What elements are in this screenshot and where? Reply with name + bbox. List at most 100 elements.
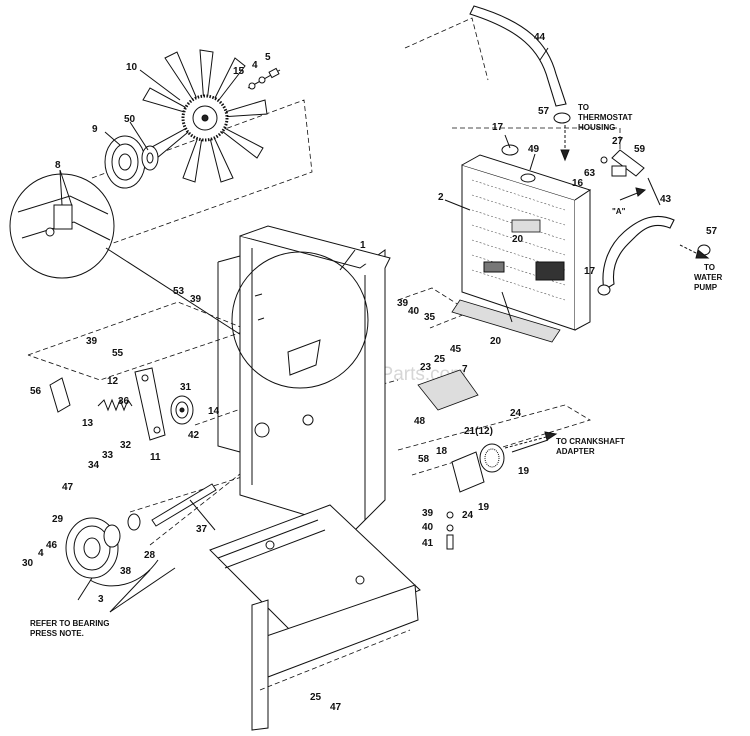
- callout-29: 29: [52, 514, 64, 525]
- callout-55: 55: [112, 348, 124, 359]
- callout-44: 44: [534, 32, 546, 43]
- callout-59: 59: [634, 144, 646, 155]
- callout-56: 56: [30, 386, 42, 397]
- callout-41: 41: [422, 538, 434, 549]
- callout-48: 48: [414, 416, 426, 427]
- fan-spacer: [141, 145, 159, 171]
- callout-25b: 25: [310, 692, 322, 703]
- hose-clamp: [501, 144, 519, 156]
- callout-12: 12: [107, 376, 119, 387]
- callout-39c: 39: [397, 298, 409, 309]
- callout-36: 36: [118, 396, 130, 407]
- fan-icon: [142, 49, 268, 183]
- tensioner-spring: [97, 398, 133, 412]
- water-pump-note-line1: TO: [704, 263, 715, 272]
- callout-8: 8: [55, 160, 61, 171]
- callout-16: 16: [572, 178, 584, 189]
- thermostat-note-line2: THERMOSTAT: [578, 113, 632, 122]
- callout-20a: 20: [512, 234, 524, 245]
- callout-40a: 40: [408, 306, 420, 317]
- callout-49: 49: [528, 144, 540, 155]
- cover-plate: [417, 369, 479, 411]
- pulley-icon: [170, 395, 194, 425]
- callout-19b: 19: [478, 502, 490, 513]
- callout-39d: 39: [422, 508, 434, 519]
- crank-bracket: [451, 443, 505, 493]
- callout-20b: 20: [490, 336, 502, 347]
- callout-28: 28: [144, 550, 156, 561]
- callout-31: 31: [180, 382, 192, 393]
- callout-4a: 4: [252, 60, 258, 71]
- callout-47b: 47: [330, 702, 342, 713]
- callout-43: 43: [660, 194, 672, 205]
- callout-7: 7: [462, 364, 468, 375]
- callout-33: 33: [102, 450, 114, 461]
- callout-39a: 39: [190, 294, 202, 305]
- hose-icon: [469, 5, 571, 124]
- bolt-icon: [247, 67, 281, 90]
- callout-27: 27: [612, 136, 624, 147]
- thermostat-note-line3: HOUSING: [578, 123, 615, 132]
- bolt-stack: [446, 511, 454, 550]
- water-pump-note-line2: WATER: [694, 273, 723, 282]
- callout-39b: 39: [86, 336, 98, 347]
- view-a-label: "A": [612, 207, 626, 216]
- radiator-shroud-frame: [217, 225, 391, 531]
- callout-37: 37: [196, 524, 208, 535]
- callout-57a: 57: [538, 106, 550, 117]
- callout-35: 35: [424, 312, 436, 323]
- callout-24a: 24: [510, 408, 522, 419]
- callout-32: 32: [120, 440, 132, 451]
- radiator-strip: [451, 299, 561, 343]
- callout-38: 38: [120, 566, 132, 577]
- callout-45: 45: [450, 344, 462, 355]
- tensioner-arm: [134, 367, 166, 441]
- callout-4b: 4: [38, 548, 44, 559]
- diagram-notes: TO THERMOSTAT HOUSING TO WATER PUMP TO C…: [30, 103, 723, 638]
- bearing-note-line1: REFER TO BEARING: [30, 619, 109, 628]
- callout-47a: 47: [62, 482, 74, 493]
- fan-pulley: [104, 135, 146, 189]
- frame-base: [209, 504, 421, 731]
- callout-57b: 57: [706, 226, 718, 237]
- callout-10: 10: [126, 62, 138, 73]
- callout-30: 30: [22, 558, 34, 569]
- callout-1: 1: [360, 240, 366, 251]
- callout-23: 23: [420, 362, 432, 373]
- callout-17a: 17: [492, 122, 504, 133]
- callout-14: 14: [208, 406, 220, 417]
- callout-13: 13: [82, 418, 94, 429]
- callout-17b: 17: [584, 266, 596, 277]
- callout-numbers: 1 2 3 4 4 5 7 8 9 10 11 12 13 14 15 16 1…: [22, 32, 718, 713]
- callout-18: 18: [436, 446, 448, 457]
- bearing-note-line2: PRESS NOTE.: [30, 629, 84, 638]
- drive-pulley: [65, 513, 141, 579]
- callout-25a: 25: [434, 354, 446, 365]
- overflow-hose: [600, 149, 645, 177]
- thermostat-note-line1: TO: [578, 103, 589, 112]
- detail-magnifier: [9, 173, 253, 343]
- callout-53: 53: [173, 286, 185, 297]
- callout-58: 58: [418, 454, 430, 465]
- callout-5: 5: [265, 52, 271, 63]
- callout-63: 63: [584, 168, 596, 179]
- callout-11: 11: [150, 452, 161, 463]
- callout-42: 42: [188, 430, 200, 441]
- callout-46: 46: [46, 540, 58, 551]
- bracket: [49, 377, 71, 413]
- drive-shaft: [151, 483, 217, 527]
- callout-3: 3: [98, 594, 104, 605]
- callout-19a: 19: [518, 466, 530, 477]
- callout-34: 34: [88, 460, 100, 471]
- callout-40b: 40: [422, 522, 434, 533]
- leader-lines: [59, 47, 661, 613]
- lower-hose: [597, 215, 711, 296]
- crankshaft-note-line2: ADAPTER: [556, 447, 595, 456]
- callout-24b: 24: [462, 510, 474, 521]
- water-pump-note-line3: PUMP: [694, 283, 718, 292]
- callout-15: 15: [233, 66, 245, 77]
- crankshaft-note-line1: TO CRANKSHAFT: [556, 437, 625, 446]
- callout-50: 50: [124, 114, 136, 125]
- callout-2: 2: [438, 192, 444, 203]
